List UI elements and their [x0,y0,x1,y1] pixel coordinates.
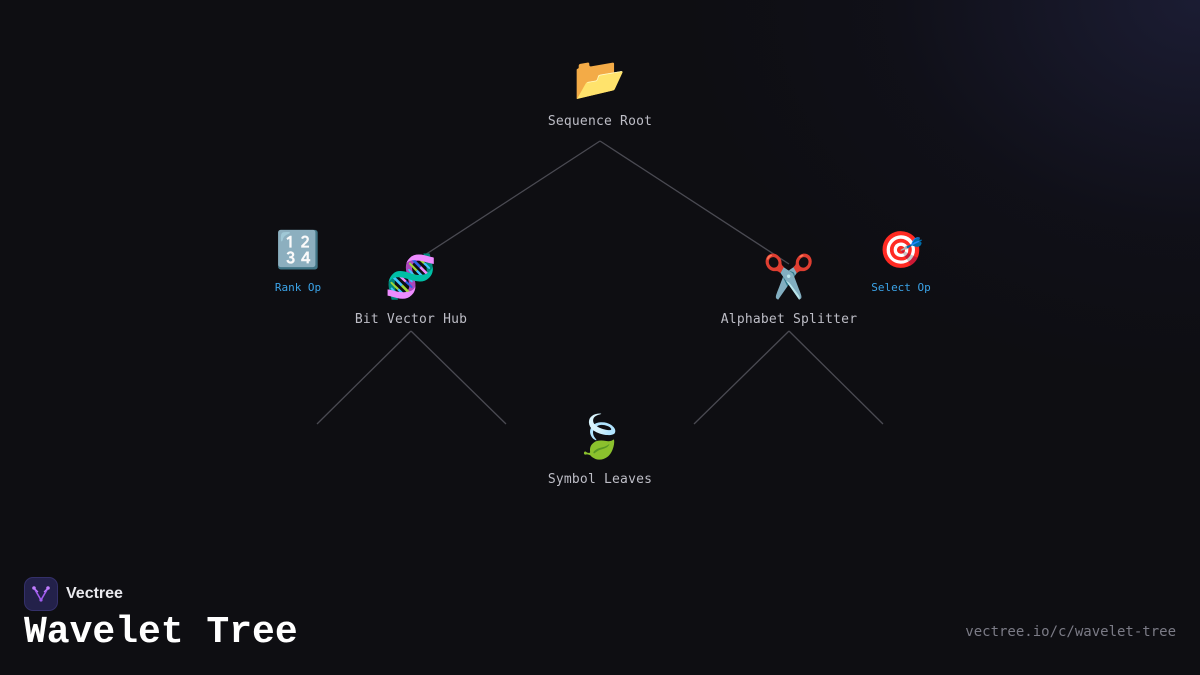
edge-alpha-left-leaf [693,330,790,425]
node-symbol-leaves[interactable]: 🍃 Symbol Leaves [548,412,652,487]
dna-icon: 🧬 [384,252,438,301]
brand-name: Vectree [66,585,123,602]
folder-icon: 📂 [573,54,627,103]
side-op-label: Rank Op [274,281,322,294]
side-op-label: Select Op [871,281,931,294]
edge-root-bit [410,140,601,265]
node-label: Sequence Root [547,114,653,129]
side-op-rank[interactable]: 🔢 Rank Op [275,229,321,294]
vectree-logo-icon [24,577,58,611]
edge-bit-right-leaf [410,330,507,425]
edge-root-alpha [599,140,790,265]
node-label: Symbol Leaves [547,472,653,487]
scissors-icon: ✂️ [762,252,816,301]
node-sequence-root[interactable]: 📂 Sequence Root [548,54,652,129]
node-label: Bit Vector Hub [354,312,468,327]
side-op-select[interactable]: 🎯 Select Op [871,229,931,294]
footer-url[interactable]: vectree.io/c/wavelet-tree [965,624,1176,640]
page-title: Wavelet Tree [24,611,298,654]
edge-bit-left-leaf [316,330,412,425]
node-alphabet-splitter[interactable]: ✂️ Alphabet Splitter [721,252,857,327]
node-bit-vector-hub[interactable]: 🧬 Bit Vector Hub [355,252,467,327]
target-icon: 🎯 [878,230,924,271]
node-label: Alphabet Splitter [720,312,858,327]
logo-mark [32,586,50,602]
brand[interactable]: Vectree [24,577,123,611]
leaves-icon: 🍃 [573,412,627,461]
edge-alpha-right-leaf [788,330,884,425]
numbers-icon: 🔢 [275,230,321,271]
